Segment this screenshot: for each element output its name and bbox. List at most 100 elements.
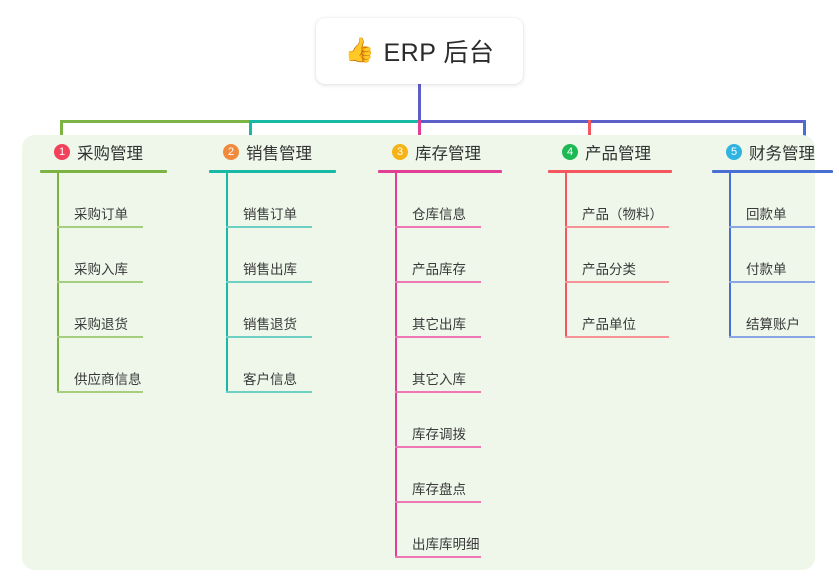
- branch-item-rule: [395, 391, 481, 393]
- branch-items-1: 采购订单采购入库采购退货供应商信息: [40, 173, 167, 393]
- branch-item-label: 客户信息: [243, 371, 297, 387]
- branch-item[interactable]: 销售订单: [226, 173, 336, 228]
- branch-item-label: 产品分类: [582, 261, 636, 277]
- branch-item-label: 仓库信息: [412, 206, 466, 222]
- branch-item-rule: [226, 391, 312, 393]
- branch-header-rule: [378, 170, 502, 173]
- branch-spine: [226, 173, 228, 393]
- branch-header-rule: [712, 170, 833, 173]
- branch-item[interactable]: 产品（物料）: [565, 173, 672, 228]
- branch-item-rule: [565, 281, 669, 283]
- branch-items-3: 仓库信息产品库存其它出库其它入库库存调拨库存盘点出库库明细: [378, 173, 502, 558]
- branch-items-5: 回款单付款单结算账户: [712, 173, 833, 338]
- branch-item-rule: [57, 281, 143, 283]
- branch-item[interactable]: 销售出库: [226, 228, 336, 283]
- branch-title: 销售管理: [246, 144, 312, 163]
- branch-item-label: 出库库明细: [412, 536, 480, 552]
- branch-item[interactable]: 回款单: [729, 173, 833, 228]
- branch-index-badge: 1: [54, 143, 70, 160]
- branch-items-2: 销售订单销售出库销售退货客户信息: [209, 173, 336, 393]
- branch-item-rule: [226, 281, 312, 283]
- branch-item-rule: [395, 501, 481, 503]
- branch-header-2[interactable]: 2 销售管理: [209, 135, 336, 168]
- branch-index-badge: 3: [392, 143, 408, 160]
- branch-header-rule: [209, 170, 336, 173]
- branch-item-rule: [395, 226, 481, 228]
- branch-spine: [729, 173, 731, 338]
- thumbs-up-icon: 👍: [344, 37, 375, 64]
- branch-header-3[interactable]: 3 库存管理: [378, 135, 502, 168]
- branch-index-badge: 5: [726, 143, 742, 160]
- branch-spine: [565, 173, 567, 338]
- branch-index-badge: 2: [223, 143, 239, 160]
- branch-item-label: 采购订单: [74, 206, 128, 222]
- branch-header-5[interactable]: 5 财务管理: [712, 135, 833, 168]
- branch-item-rule: [565, 336, 669, 338]
- branch-item-label: 库存盘点: [412, 481, 466, 497]
- branch-item-rule: [395, 446, 481, 448]
- branch-item[interactable]: 仓库信息: [395, 173, 502, 228]
- branch-title: 产品管理: [585, 144, 651, 163]
- branch-item-rule: [226, 226, 312, 228]
- branch-item[interactable]: 采购订单: [57, 173, 167, 228]
- branch-header-4[interactable]: 4 产品管理: [548, 135, 672, 168]
- branch-item-label: 结算账户: [746, 316, 800, 332]
- branch-item[interactable]: 客户信息: [226, 338, 336, 393]
- branch-item-rule: [395, 336, 481, 338]
- branch-item-label: 供应商信息: [74, 371, 142, 387]
- branch-item-label: 销售订单: [243, 206, 297, 222]
- branch-item-rule: [729, 226, 815, 228]
- branch-item[interactable]: 付款单: [729, 228, 833, 283]
- branch-item-rule: [729, 336, 815, 338]
- branch-item[interactable]: 采购入库: [57, 228, 167, 283]
- branch-item-rule: [729, 281, 815, 283]
- branch-item[interactable]: 其它入库: [395, 338, 502, 393]
- branch-title: 库存管理: [415, 144, 481, 163]
- branch-item[interactable]: 出库库明细: [395, 503, 502, 558]
- root-node-title: ERP 后台: [383, 39, 495, 67]
- branch-item-rule: [565, 226, 669, 228]
- branch-column-5: 5 财务管理回款单付款单结算账户: [712, 135, 833, 338]
- root-node-card[interactable]: 👍 ERP 后台: [316, 18, 523, 84]
- branch-item[interactable]: 产品分类: [565, 228, 672, 283]
- branch-item-label: 回款单: [746, 206, 787, 222]
- branch-item-rule: [395, 281, 481, 283]
- branch-title: 财务管理: [749, 144, 815, 163]
- branch-item[interactable]: 供应商信息: [57, 338, 167, 393]
- branch-header-rule: [40, 170, 167, 173]
- branch-item-label: 销售出库: [243, 261, 297, 277]
- branch-item[interactable]: 库存盘点: [395, 448, 502, 503]
- branch-item[interactable]: 产品单位: [565, 283, 672, 338]
- branch-spine: [395, 173, 397, 558]
- branch-index-badge: 4: [562, 143, 578, 160]
- branch-item-label: 其它入库: [412, 371, 466, 387]
- branch-item-label: 其它出库: [412, 316, 466, 332]
- branch-column-2: 2 销售管理销售订单销售出库销售退货客户信息: [209, 135, 336, 393]
- branch-item-label: 采购入库: [74, 261, 128, 277]
- branch-item[interactable]: 销售退货: [226, 283, 336, 338]
- branch-column-3: 3 库存管理仓库信息产品库存其它出库其它入库库存调拨库存盘点出库库明细: [378, 135, 502, 558]
- branch-item[interactable]: 产品库存: [395, 228, 502, 283]
- branch-header-rule: [548, 170, 672, 173]
- branch-item-rule: [57, 226, 143, 228]
- branch-item-label: 产品（物料）: [582, 206, 663, 222]
- branch-item-label: 采购退货: [74, 316, 128, 332]
- branch-item-rule: [57, 391, 143, 393]
- branch-item[interactable]: 其它出库: [395, 283, 502, 338]
- branch-item-label: 库存调拨: [412, 426, 466, 442]
- branch-item-label: 付款单: [746, 261, 787, 277]
- branch-item[interactable]: 结算账户: [729, 283, 833, 338]
- branch-item[interactable]: 库存调拨: [395, 393, 502, 448]
- branch-item-label: 产品单位: [582, 316, 636, 332]
- branch-column-4: 4 产品管理产品（物料） 产品分类产品单位: [548, 135, 672, 338]
- branch-item-rule: [226, 336, 312, 338]
- branches-panel: [22, 135, 815, 570]
- branch-item-rule: [395, 556, 481, 558]
- branch-items-4: 产品（物料） 产品分类产品单位: [548, 173, 672, 338]
- branch-item[interactable]: 采购退货: [57, 283, 167, 338]
- branch-item-label: 产品库存: [412, 261, 466, 277]
